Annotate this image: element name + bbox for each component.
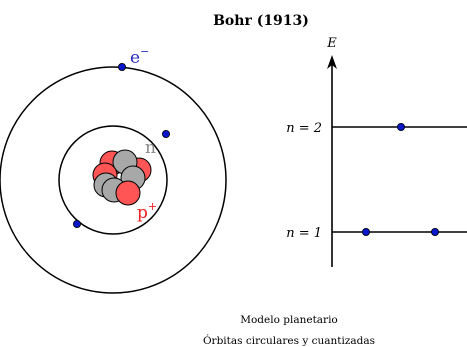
energy-axis-label: E	[326, 36, 337, 51]
inner-orbit	[58, 125, 168, 235]
level-label-n2: n = 2	[286, 121, 322, 136]
electron	[396, 123, 405, 132]
electron	[118, 63, 127, 72]
electron	[430, 227, 439, 236]
electron-label: e−	[130, 45, 149, 68]
electron	[73, 219, 82, 228]
level-label-n1: n = 1	[286, 226, 322, 241]
diagram-title: Bohr (1913)	[213, 13, 309, 29]
nucleus	[92, 149, 152, 206]
proton	[115, 180, 141, 206]
energy-axis-arrowhead	[327, 55, 337, 69]
proton-label: p+	[137, 200, 157, 223]
outer-orbit	[0, 66, 227, 294]
energy-diagram: E n = 2 n = 1	[286, 36, 467, 267]
neutron-label: n	[145, 138, 156, 158]
electron	[361, 227, 370, 236]
atom-model: e− n p+	[0, 45, 227, 294]
electron	[161, 129, 170, 138]
caption-line-2: Órbitas circulares y cuantizadas	[203, 333, 375, 347]
caption-line-1: Modelo planetario	[240, 314, 338, 326]
